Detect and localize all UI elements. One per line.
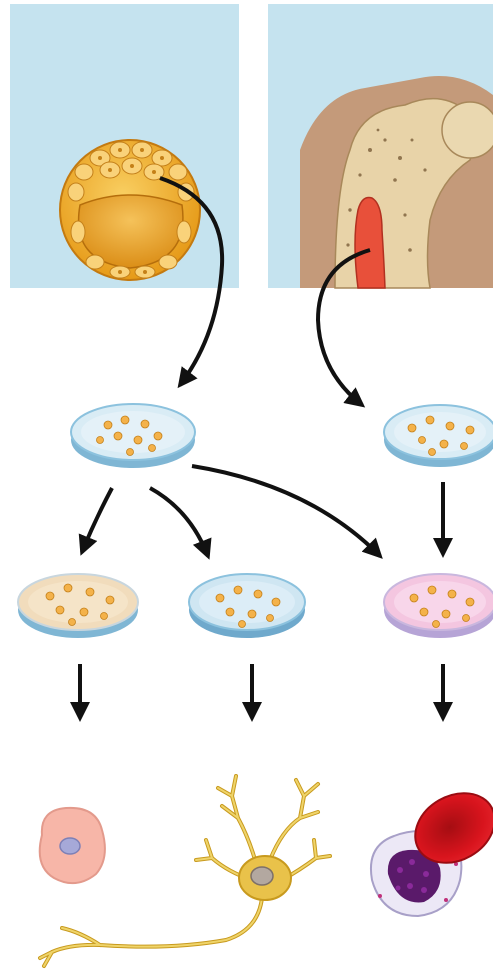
petri-dish-icon [71, 404, 195, 468]
bone-marrow-icon [300, 76, 493, 288]
blood-cells-icon [371, 779, 493, 916]
petri-dish-icon [189, 574, 305, 638]
arrow-to-pink-dish [192, 466, 380, 556]
arrow-to-blue-dish [150, 488, 208, 556]
arrow-to-tan-dish [82, 488, 112, 552]
petri-dish-icon [384, 405, 493, 467]
embryo-panel [10, 4, 239, 288]
petri-dish-icon [18, 574, 138, 638]
bone-marrow-panel [268, 4, 493, 288]
epithelial-cell-icon [40, 808, 105, 883]
blastocyst-embryo-icon [60, 140, 200, 280]
petri-dish-icon [384, 574, 493, 638]
